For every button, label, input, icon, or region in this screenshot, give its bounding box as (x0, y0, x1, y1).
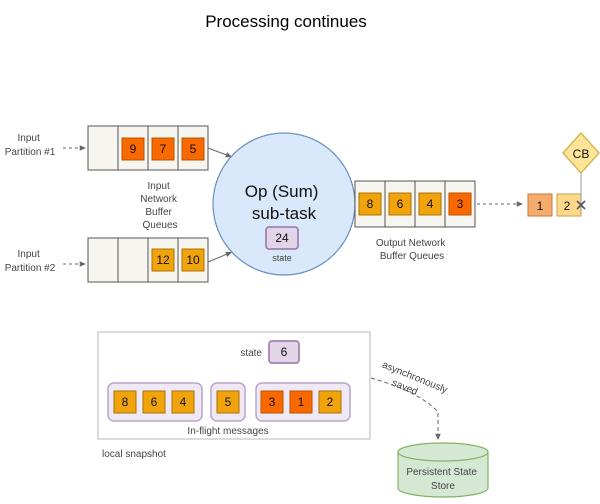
inflight-group2-record-0-value: 5 (225, 395, 232, 409)
operator-state-value: 24 (275, 231, 289, 245)
snapshot-state-label: state (240, 348, 262, 359)
inflight-label: In-flight messages (187, 426, 268, 437)
output-queue-record-2-box (418, 192, 442, 216)
output-queue-label-line-1: Output Network (376, 238, 446, 249)
output-queue-cells: 8 6 4 3 (358, 192, 472, 216)
input-queue-1-record-1-value: 7 (160, 142, 167, 156)
input-queue-label: Input Network Buffer Queues (140, 181, 179, 231)
input-queue-2-record-1-value: 10 (186, 253, 200, 267)
sent-record-1-value: 1 (537, 199, 544, 213)
inflight-group1-record-2-box (171, 390, 195, 414)
input-queue-1-record-0-value: 9 (130, 142, 137, 156)
output-queue-record-0-value: 8 (367, 197, 374, 211)
input-partition-2-line-2: Partition #2 (5, 263, 56, 274)
persistent-store-line-1: Persistent State (406, 467, 477, 478)
async-saved-label: asynchronously saved (376, 360, 452, 409)
inflight-group1-record-0-box (113, 390, 137, 414)
input-partition-1-label: Input Partition #1 (5, 133, 56, 158)
input-partition-1-line-1: Input (17, 133, 39, 144)
output-queue-record-1-value: 6 (397, 197, 404, 211)
inflight-group3-record-2-value: 2 (327, 395, 334, 409)
output-queue-record-2-value: 4 (427, 197, 434, 211)
queue-1-to-operator-arrow (207, 147, 233, 158)
inflight-group3-record-0-box (260, 390, 284, 414)
input-queue-2-record-0-box (151, 248, 175, 272)
snapshot-state-value: 6 (281, 345, 288, 359)
barrier-cross-icon (576, 200, 586, 210)
input-partition-1-line-2: Partition #1 (5, 147, 56, 158)
input-queue-2-record-1-box (181, 248, 205, 272)
input-queue-1-cells: 9 7 5 (121, 137, 205, 161)
output-queue-record-0-box (358, 192, 382, 216)
page-title: Processing continues (205, 12, 367, 31)
sent-record-1-box (527, 193, 553, 217)
inflight-group1-record-1-value: 6 (151, 395, 158, 409)
input-queue-2-cells: 12 10 (151, 248, 205, 272)
input-queue-1-record-2-value: 5 (190, 142, 197, 156)
sent-record-2-value: 2 (564, 199, 571, 213)
input-queue-1-record-0-box (121, 137, 145, 161)
input-queue-label-line-3: Buffer (145, 207, 172, 218)
inflight-group1-record-2-value: 4 (180, 395, 187, 409)
operator-state-label: state (272, 253, 292, 263)
operator-name: Op (Sum) sub-task (245, 182, 323, 223)
persistent-store-label: Persistent State Store (406, 467, 479, 492)
persistent-state-store (397, 442, 489, 498)
input-queue-1-record-1-box (151, 137, 175, 161)
inflight-group1-record-1-box (142, 390, 166, 414)
persistent-store-line-2: Store (431, 481, 455, 492)
output-queue-label: Output Network Buffer Queues (376, 238, 448, 262)
output-queue-record-3-box (448, 192, 472, 216)
output-queue-record-3-value: 3 (457, 197, 464, 211)
inflight-cells: 8 6 4 5 3 1 2 (113, 390, 342, 414)
inflight-group2-record-0-box (216, 390, 240, 414)
checkpoint-barrier-label: CB (573, 147, 590, 161)
async-save-arrow (370, 377, 441, 440)
inflight-group3-record-2-box (318, 390, 342, 414)
inflight-group3-record-1-value: 1 (298, 395, 305, 409)
output-queue-label-line-2: Buffer Queues (380, 251, 444, 262)
checkpoint-barrier-diamond (561, 131, 600, 175)
input-queue-1-record-2-box (181, 137, 205, 161)
snapshot-state-box (268, 340, 300, 364)
queue-2-to-operator-arrow (207, 251, 233, 263)
input-partition-2-line-1: Input (17, 249, 39, 260)
operator-name-line-1: Op (Sum) (245, 182, 319, 201)
operator-name-line-2: sub-task (252, 204, 317, 223)
input-partition-2-label: Input Partition #2 (5, 249, 56, 274)
inflight-group3-record-0-value: 3 (269, 395, 276, 409)
inflight-group3-record-1-box (289, 390, 313, 414)
operator-state-box (265, 226, 299, 250)
input-queue-2-record-0-value: 12 (156, 253, 170, 267)
output-queue-record-1-box (388, 192, 412, 216)
input-queue-label-line-4: Queues (142, 220, 177, 231)
input-queue-label-line-1: Input (147, 181, 169, 192)
inflight-group1-record-0-value: 8 (122, 395, 129, 409)
local-snapshot-label: local snapshot (102, 449, 166, 460)
input-queue-label-line-2: Network (140, 194, 178, 205)
